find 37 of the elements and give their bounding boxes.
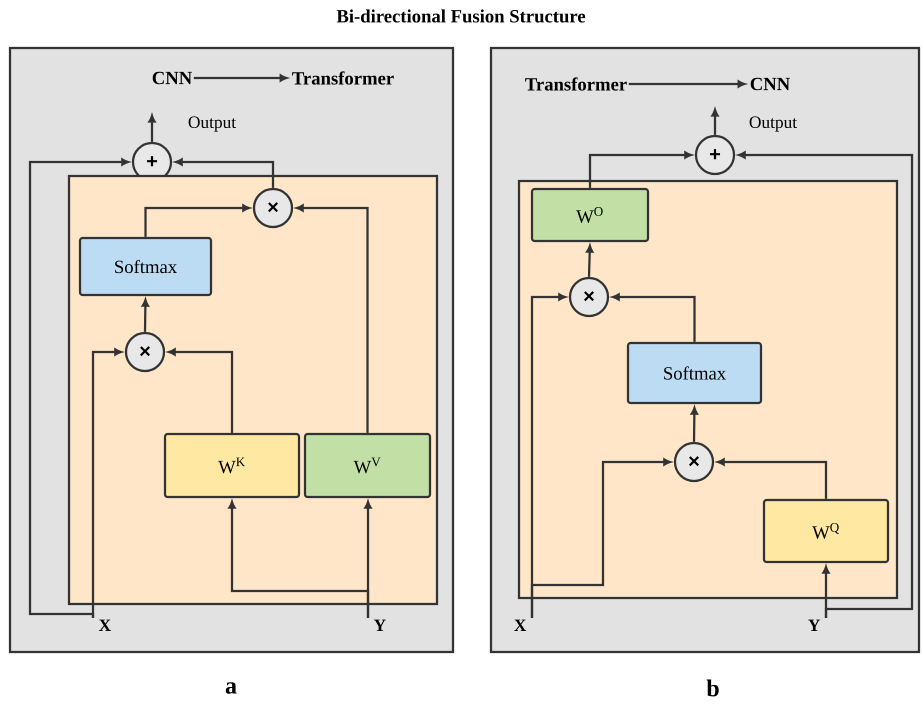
input-label: Y	[808, 620, 820, 631]
weight-box: W$^{V}$	[304, 432, 432, 498]
arrow	[612, 293, 696, 342]
input-label: X	[514, 620, 526, 631]
arrow	[738, 151, 914, 618]
input-label: Y	[374, 620, 386, 631]
arrow	[296, 204, 369, 433]
weight-box: W$^{O}$	[530, 188, 650, 242]
softmax-box: Softmax	[78, 236, 212, 296]
heading-text: Transformer	[525, 77, 627, 91]
heading-text: CNN	[750, 78, 790, 90]
arrow	[142, 298, 150, 332]
weight-box: W$^{Q}$	[762, 498, 890, 564]
arrow	[148, 114, 156, 142]
arrow	[168, 348, 234, 433]
output-label: Output	[750, 116, 797, 132]
arrow	[690, 406, 698, 442]
heading-text: CNN	[152, 72, 192, 84]
arrow	[144, 204, 250, 237]
arrow	[588, 151, 692, 188]
title: Bi-directional Fusion Structure	[336, 9, 586, 23]
arrow	[228, 500, 370, 618]
arrow	[711, 108, 719, 135]
arrow	[194, 74, 288, 82]
panel-caption: b	[706, 680, 719, 696]
softmax-box: Softmax	[626, 342, 762, 404]
arrow	[716, 458, 828, 499]
output-label: Output	[188, 116, 236, 132]
weight-box: W$^{K}$	[164, 432, 300, 498]
arrow	[586, 244, 594, 277]
heading-text: Transformer	[292, 71, 394, 85]
arrow	[530, 458, 672, 618]
arrow	[628, 80, 746, 88]
arrow	[92, 348, 122, 618]
panel-caption: a	[226, 682, 237, 694]
arrow	[174, 158, 274, 188]
input-label: X	[98, 620, 111, 631]
